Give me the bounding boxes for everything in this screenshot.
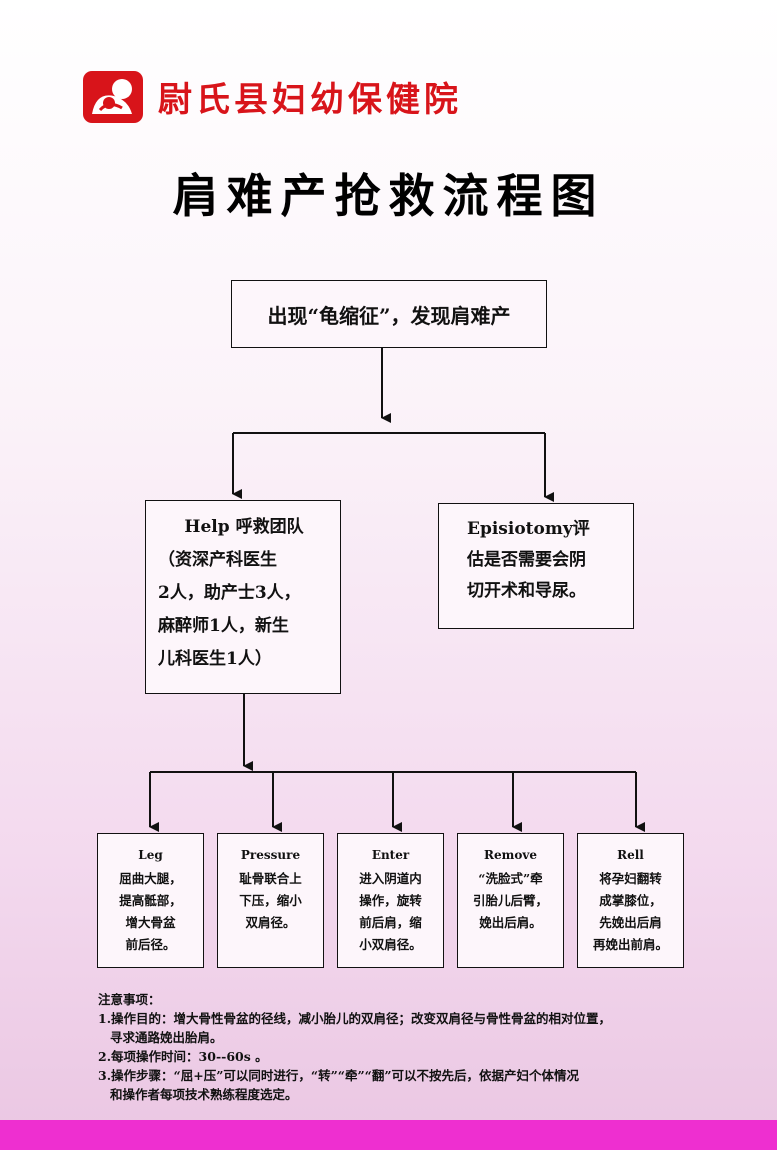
step-line: 小双肩径。 (359, 937, 422, 952)
hospital-logo-icon (83, 71, 143, 123)
notes-item: 和操作者每项技术熟练程度选定。 (110, 1087, 298, 1102)
notes-section: 注意事项： 1.操作目的：增大骨性骨盆的径线，减小胎儿的双肩径；改变双肩径与骨性… (98, 990, 698, 1104)
step-remove-box: Remove “洗脸式”牵 引胎儿后臂， 娩出后肩。 (457, 833, 564, 968)
hospital-name: 尉氏县妇幼保健院 (158, 80, 462, 120)
step-line: 进入阴道内 (359, 871, 422, 886)
step-leg-box: Leg 屈曲大腿， 提高骶部， 增大骨盆 前后径。 (97, 833, 204, 968)
step-enter-box: Enter 进入阴道内 操作，旋转 前后肩，缩 小双肩径。 (337, 833, 444, 968)
help-line: 麻醉师1人，新生 (158, 616, 289, 636)
step-title: Leg (138, 848, 163, 862)
step-line: 娩出后肩。 (479, 915, 542, 930)
trigger-text: 出现“龟缩征”，发现肩难产 (267, 303, 511, 328)
trigger-box: 出现“龟缩征”，发现肩难产 (231, 280, 547, 348)
notes-item: 2.每项操作时间：30--60s 。 (98, 1049, 268, 1064)
step-line: 先娩出后肩 (599, 915, 662, 930)
help-line: （资深产科医生 (158, 550, 277, 570)
step-title: Rell (617, 848, 644, 862)
episiotomy-line: 估是否需要会阴 (467, 550, 586, 570)
notes-item: 寻求通路娩出胎肩。 (110, 1030, 223, 1045)
step-line: 成掌膝位， (599, 893, 662, 908)
step-title: Pressure (240, 848, 301, 862)
episiotomy-line: 切开术和导尿。 (467, 581, 586, 601)
step-line: 再娩出前肩。 (592, 937, 668, 952)
step-line: 耻骨联合上 (239, 871, 302, 886)
step-line: 将孕妇翻转 (599, 871, 662, 886)
step-title: Remove (484, 848, 537, 862)
notes-item: 3.操作步骤：“屈+压”可以同时进行，“转”“牵”“翻”可以不按先后，依据产妇个… (98, 1068, 580, 1083)
help-title: Help 呼救团队 (184, 517, 304, 537)
help-box: Help 呼救团队 （资深产科医生 2人，助产士3人， 麻醉师1人，新生 儿科医… (145, 500, 341, 694)
step-line: “洗脸式”牵 (478, 871, 543, 886)
step-line: 提高骶部， (119, 893, 182, 908)
notes-heading: 注意事项： (98, 992, 161, 1007)
help-line: 儿科医生1人） (158, 649, 272, 669)
step-line: 下压，缩小 (239, 893, 302, 908)
notes-item: 1.操作目的：增大骨性骨盆的径线，减小胎儿的双肩径；改变双肩径与骨性骨盆的相对位… (98, 1011, 612, 1026)
step-line: 双肩径。 (245, 915, 296, 930)
step-title: Enter (371, 848, 410, 862)
step-line: 操作，旋转 (359, 893, 422, 908)
step-line: 屈曲大腿， (119, 871, 182, 886)
step-line: 前后肩，缩 (359, 915, 422, 930)
episiotomy-box: Episiotomy评 估是否需要会阴 切开术和导尿。 (438, 503, 634, 629)
step-line: 引胎儿后臂， (472, 893, 548, 908)
episiotomy-line: Episiotomy评 (467, 519, 590, 539)
page-title: 肩难产抢救流程图 (172, 169, 605, 223)
bottom-bar (0, 1120, 777, 1150)
step-line: 增大骨盆 (125, 915, 176, 930)
step-line: 前后径。 (125, 937, 176, 952)
step-pressure-box: Pressure 耻骨联合上 下压，缩小 双肩径。 (217, 833, 324, 968)
help-line: 2人，助产士3人， (158, 583, 301, 603)
step-rell-box: Rell 将孕妇翻转 成掌膝位， 先娩出后肩 再娩出前肩。 (577, 833, 684, 968)
